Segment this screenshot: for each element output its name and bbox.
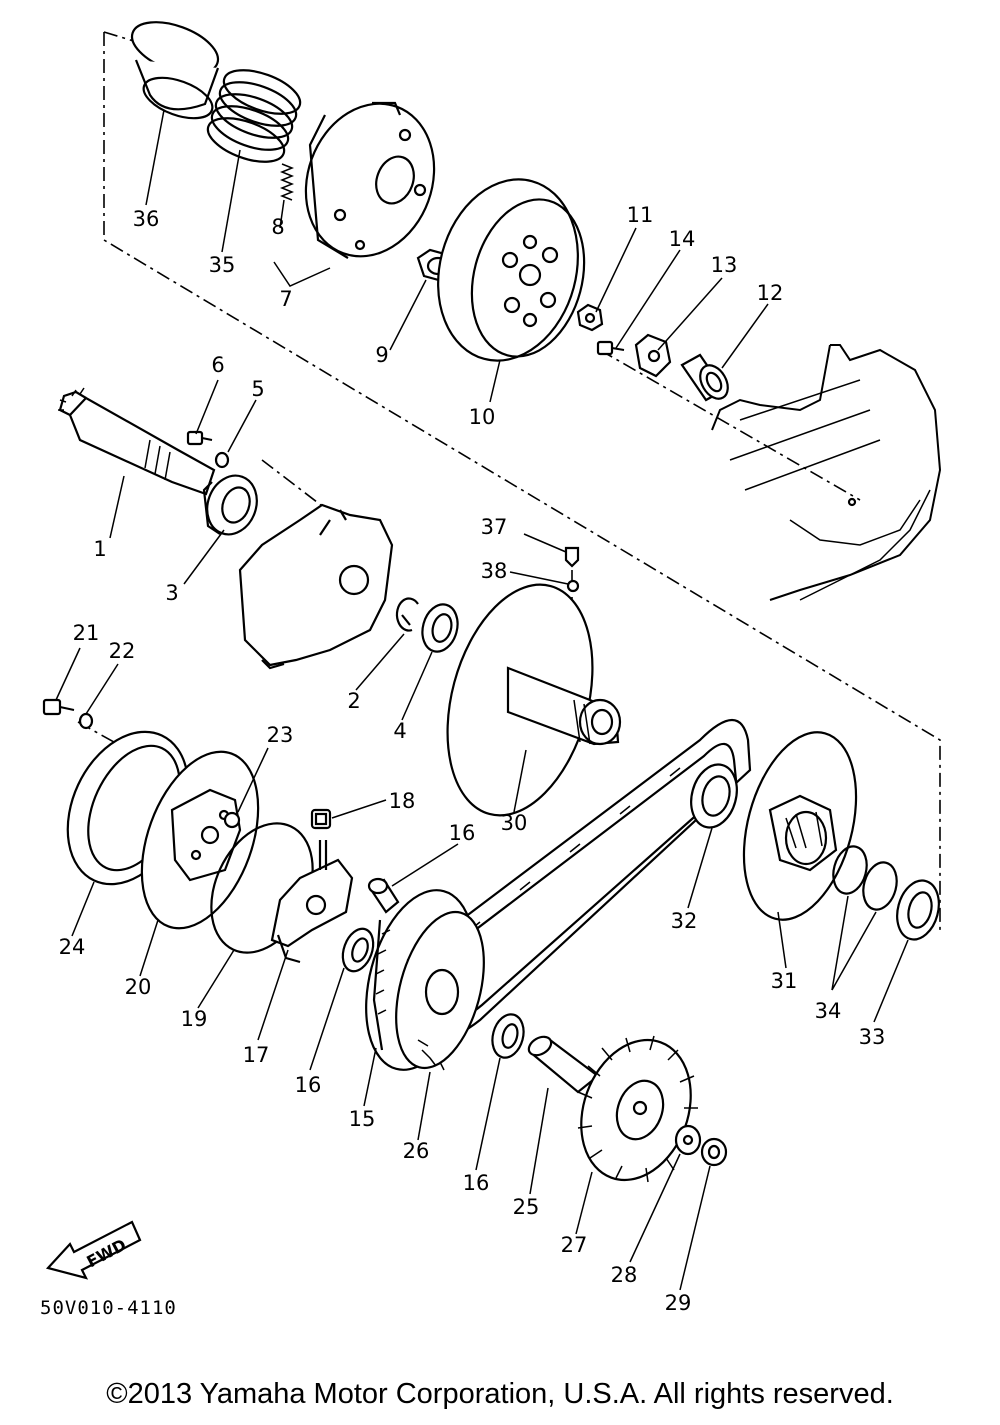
- label-part-11: 11: [627, 203, 654, 227]
- label-part-28: 27: [561, 1233, 588, 1257]
- part-16-bushing-left: [341, 927, 375, 973]
- drawing-code: 50V010-4110: [40, 1297, 177, 1319]
- part-6-bolt: [186, 430, 213, 446]
- label-part-32: 31: [771, 969, 798, 993]
- part-10-clutch-drum: [437, 178, 586, 362]
- part-19-slider: [310, 808, 332, 830]
- part-33-seal-right: [896, 879, 940, 941]
- part-31-secondary-sheave: [446, 583, 622, 817]
- part-8-small-spring: [279, 163, 295, 201]
- part-35-screw: [564, 546, 580, 568]
- part-17-weight-roller: [367, 877, 400, 914]
- label-part-17: 16: [449, 821, 476, 845]
- label-part-8: 8: [271, 215, 284, 239]
- forward-direction-arrow: FWD: [45, 1220, 142, 1280]
- label-part-27: 26: [403, 1139, 430, 1163]
- label-part-38: 36: [133, 207, 160, 231]
- part-37-clutch-spring: [206, 69, 302, 163]
- label-part-25: 24: [59, 935, 86, 959]
- part-11-nut: [576, 303, 604, 332]
- part-1-primary-shaft: [58, 387, 216, 496]
- part-16-bushing-right: [491, 1013, 525, 1059]
- label-part-2: 2: [347, 689, 360, 713]
- label-part-5: 5: [251, 377, 264, 401]
- part-30-nut: [700, 1137, 728, 1167]
- crankcase-outline: [711, 344, 942, 601]
- label-part-13: 13: [711, 253, 738, 277]
- label-part-1: 1: [93, 537, 106, 561]
- label-part-35: 37: [481, 515, 508, 539]
- part-5-washer: [214, 451, 230, 469]
- label-part-29: 28: [611, 1263, 638, 1287]
- label-part-16-right: 16: [463, 1171, 490, 1195]
- label-part-37: 35: [209, 253, 236, 277]
- label-part-21: 20: [125, 975, 152, 999]
- label-part-33-right: 33: [859, 1025, 886, 1049]
- part-29-washer: [674, 1124, 702, 1156]
- label-part-31: 30: [501, 811, 528, 835]
- label-part-10: 10: [469, 405, 496, 429]
- label-part-16-left: 16: [295, 1073, 322, 1097]
- label-part-22: 21: [73, 621, 100, 645]
- label-part-30: 29: [665, 1291, 692, 1315]
- part-32-secondary-fixed-sheave: [742, 731, 858, 921]
- label-part-4: 4: [393, 719, 406, 743]
- part-38-clutch-housing-cup: [130, 21, 220, 120]
- part-2-circlip: [395, 597, 419, 632]
- label-part-20: 19: [181, 1007, 208, 1031]
- label-part-24: 23: [267, 723, 294, 747]
- part-34-o-rings: [832, 845, 898, 911]
- part-4-oil-seal: [421, 603, 459, 653]
- part-26-sleeve: [527, 1035, 600, 1094]
- label-part-12: 12: [757, 281, 784, 305]
- label-part-34: 34: [815, 999, 842, 1023]
- part-27-drive-sheave: [395, 910, 485, 1071]
- label-part-14: 14: [669, 227, 696, 251]
- label-part-19: 18: [389, 789, 416, 813]
- part-23-washer: [78, 712, 94, 730]
- exploded-parts-diagram: 36 35 8 7 9 10 11 14 13 12 6 5 1 3 37 38…: [40, 21, 942, 1319]
- label-part-7: 7: [279, 287, 292, 311]
- label-part-36: 38: [481, 559, 508, 583]
- label-part-6: 6: [211, 353, 224, 377]
- part-12-bushing: [680, 353, 729, 402]
- label-part-18: 17: [243, 1043, 270, 1067]
- label-part-26: 25: [513, 1195, 540, 1219]
- part-number-labels: 36 35 8 7 9 10 11 14 13 12 6 5 1 3 37 38…: [59, 203, 886, 1315]
- label-part-15: 15: [349, 1107, 376, 1131]
- part-28-fixed-sheave-fan: [577, 1035, 698, 1183]
- part-14-bolt: [596, 340, 625, 356]
- part-33-seal-left: [690, 763, 738, 829]
- part-7-clutch-carrier: [304, 101, 436, 259]
- leader-lines: [55, 109, 909, 1291]
- label-part-9: 9: [375, 343, 388, 367]
- transmission-cover: [238, 503, 394, 670]
- label-part-3: 3: [165, 581, 178, 605]
- copyright-notice: ©2013 Yamaha Motor Corporation, U.S.A. A…: [106, 1378, 894, 1410]
- part-24-pin: [223, 811, 241, 829]
- part-22-bolt: [42, 698, 75, 716]
- label-part-23: 22: [109, 639, 136, 663]
- label-part-33-left: 32: [671, 909, 698, 933]
- part-36-washer: [566, 579, 580, 593]
